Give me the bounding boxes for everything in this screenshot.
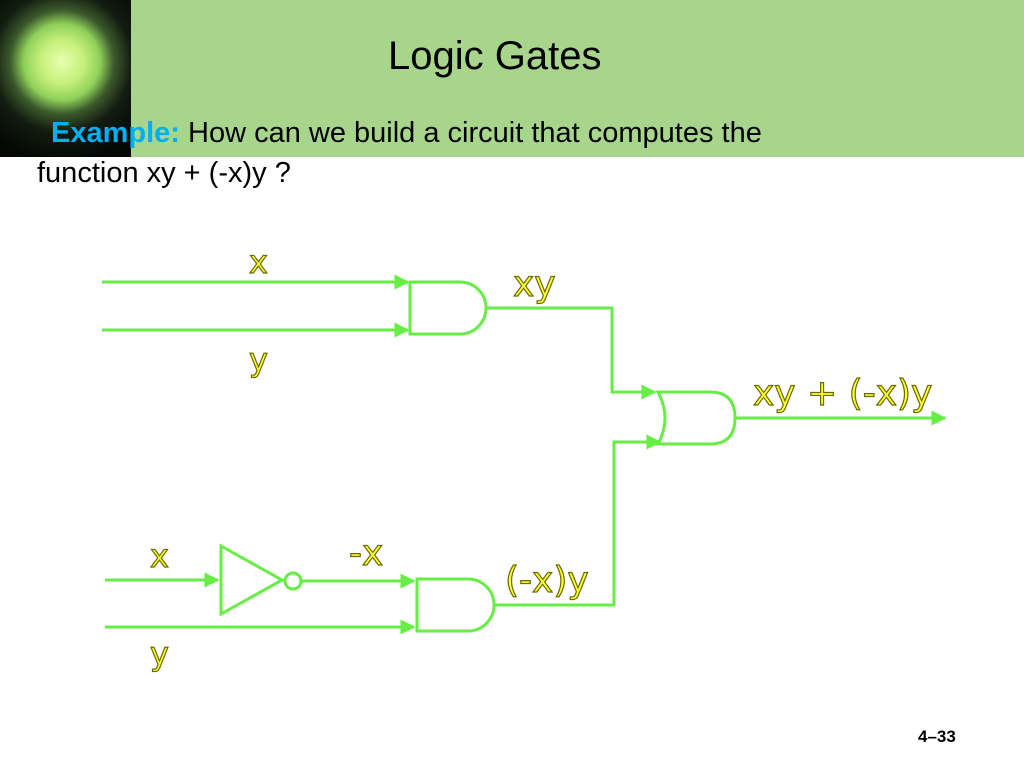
label-or-output: xy + (-x)y (753, 373, 932, 414)
or-gate (655, 390, 737, 446)
lightbulb-icon (0, 0, 131, 157)
question-line-1: How can we build a circuit that computes… (188, 117, 762, 149)
label-xy: xy (513, 264, 556, 305)
header-band (0, 0, 1024, 157)
slide-number: 4–33 (918, 727, 956, 746)
label-neg-x-y: (-x)y (505, 560, 589, 601)
label-neg-x: -x (349, 533, 383, 574)
label-top-x: x (249, 243, 268, 281)
not-gate (219, 543, 286, 617)
label-bottom-y: y (150, 635, 169, 673)
and-gate-bottom (415, 577, 496, 633)
wire-xy (486, 306, 657, 400)
not-gate-bubble (283, 571, 303, 591)
example-label: Example: (51, 117, 180, 149)
label-top-y: y (249, 341, 268, 379)
question-line-2: function xy + (-x)y ? (37, 157, 291, 189)
slide-title: Logic Gates (388, 34, 602, 78)
wire-neg-x-y (494, 434, 662, 607)
and-gate-top (408, 280, 488, 336)
example-question: Example: How can we build a circuit that… (37, 113, 937, 193)
label-bottom-x: x (150, 537, 169, 575)
